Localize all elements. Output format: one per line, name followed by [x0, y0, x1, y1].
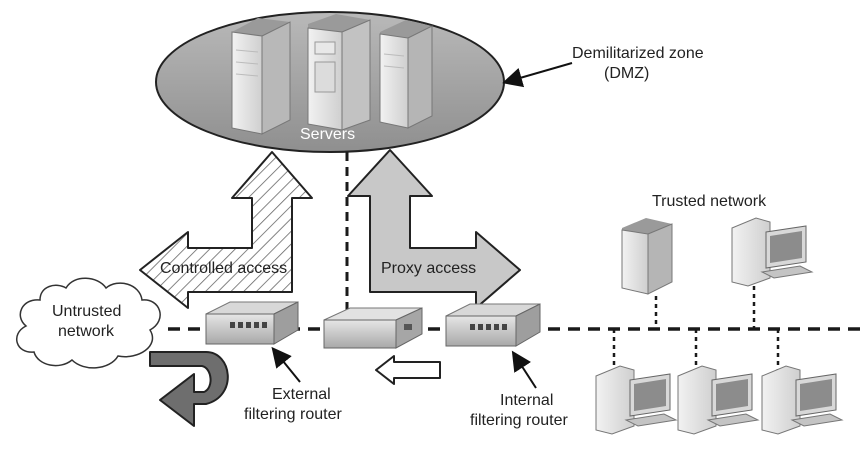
- external-router-label-line2: filtering router: [244, 406, 342, 423]
- trusted-pc-icon: [761, 365, 844, 435]
- dmz-title-line2: (DMZ): [604, 65, 650, 82]
- trusted-network-label: Trusted network: [652, 193, 767, 210]
- controlled-access-arrow: [139, 151, 313, 309]
- proxy-access-arrow: [347, 149, 521, 309]
- external-router-icon: [205, 301, 299, 345]
- untrusted-network-line1: Untrusted: [52, 303, 122, 320]
- untrusted-network-cloud: [16, 277, 161, 369]
- server-icon: [379, 20, 433, 129]
- untrusted-network-line2: network: [58, 323, 115, 340]
- proxy-server-icon: [323, 307, 423, 349]
- dmz-pointer-arrow: [502, 62, 573, 88]
- traffic-flow-arrow: [375, 355, 441, 385]
- controlled-access-label: Controlled access: [160, 260, 288, 277]
- external-router-label-line1: External: [272, 386, 331, 403]
- proxy-access-label: Proxy access: [381, 260, 477, 277]
- internal-router-pointer: [511, 350, 537, 389]
- trusted-pc-icon: [677, 365, 760, 435]
- external-router-pointer: [271, 346, 301, 383]
- servers-label: Servers: [300, 126, 356, 143]
- trusted-pc-icon: [731, 217, 814, 287]
- internal-router-label-line2: filtering router: [470, 412, 568, 429]
- internal-router-icon: [445, 303, 541, 347]
- server-icon: [307, 14, 371, 131]
- trusted-server-icon: [621, 218, 673, 295]
- trusted-pc-icon: [595, 365, 678, 435]
- dmz-title-line1: Demilitarized zone: [572, 45, 704, 62]
- blocked-traffic-arrow: [149, 351, 229, 427]
- internal-router-label-line1: Internal: [500, 392, 554, 409]
- server-icon: [231, 18, 291, 135]
